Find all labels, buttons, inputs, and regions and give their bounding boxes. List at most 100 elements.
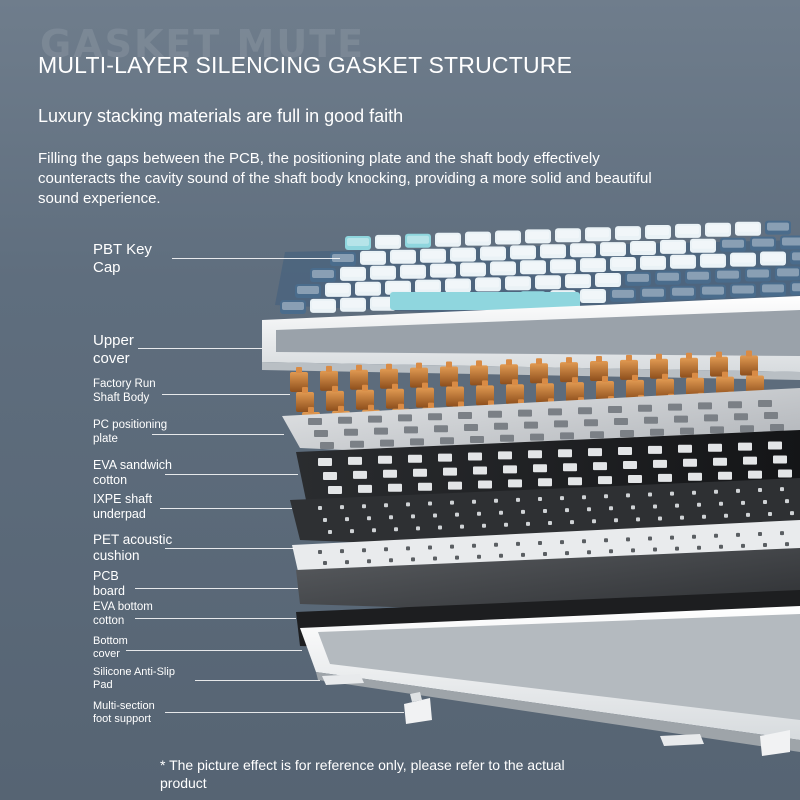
- pet-dot: [455, 555, 459, 560]
- ixpe-dot: [428, 501, 432, 506]
- switch-stem: [506, 359, 512, 366]
- keycap-highlight: [612, 259, 634, 267]
- layer-label-line2: plate: [93, 432, 118, 445]
- eva-hole: [418, 482, 432, 491]
- keycap-layer: [275, 220, 800, 330]
- ixpe-dot: [653, 504, 657, 509]
- keycap: [775, 266, 800, 281]
- ixpe-dot: [702, 514, 706, 519]
- plate-hole: [644, 416, 658, 424]
- pet-dot: [494, 542, 498, 547]
- layer-label-line2: Cap: [93, 259, 121, 276]
- keycap: [730, 252, 756, 267]
- eva-hole: [528, 450, 542, 459]
- keycap: [280, 300, 306, 314]
- switch-stem: [626, 354, 632, 361]
- pet-dot: [631, 548, 635, 553]
- keycap: [670, 254, 696, 269]
- leader-line: [195, 680, 320, 681]
- eva-hole: [383, 469, 397, 478]
- ixpe-dot: [714, 489, 718, 494]
- keycap: [660, 239, 686, 254]
- anti-slip-pads: [322, 674, 704, 746]
- page-subtitle: Luxury stacking materials are full in go…: [38, 106, 404, 126]
- pet-dot: [626, 537, 630, 542]
- plate-hole: [500, 434, 514, 442]
- plate-hole: [578, 407, 592, 415]
- ixpe-dot: [350, 529, 354, 534]
- keycap-highlight: [587, 229, 609, 238]
- keycap-highlight: [552, 261, 574, 270]
- ixpe-dot: [548, 521, 552, 525]
- switch-stem: [302, 387, 308, 393]
- keycap: [430, 263, 456, 278]
- ixpe-dot: [438, 525, 442, 530]
- switch-stem: [368, 404, 374, 411]
- keycap: [445, 278, 471, 293]
- keycap: [685, 269, 711, 284]
- keycap: [745, 267, 771, 282]
- keycap: [340, 297, 366, 312]
- keycap: [615, 226, 641, 241]
- eva-hole: [348, 456, 362, 465]
- pet-dot: [367, 559, 371, 564]
- keycap: [435, 232, 461, 247]
- pet-dot: [697, 545, 701, 550]
- keycap-highlight: [377, 236, 399, 245]
- plate-hole: [470, 436, 484, 443]
- ixpe-dot: [384, 503, 388, 508]
- keycap-highlight: [702, 286, 724, 295]
- eva-hole: [683, 458, 697, 467]
- layer-label-line2: cotton: [93, 473, 128, 487]
- keycap: [370, 265, 396, 280]
- keycap: [525, 229, 551, 244]
- keycap: [505, 276, 531, 291]
- keycap: [600, 242, 626, 257]
- eva-hole: [748, 470, 762, 479]
- plate-hole: [350, 440, 364, 448]
- switch-stem: [482, 380, 488, 387]
- switch-stem: [662, 373, 668, 380]
- eva-hole: [353, 470, 367, 479]
- keycap-highlight: [767, 222, 789, 231]
- keycap-highlight: [357, 283, 379, 292]
- keycap-highlight: [597, 275, 619, 283]
- layer-label-line1: Bottom: [93, 635, 128, 647]
- eva-hole: [778, 469, 792, 478]
- ixpe-dot: [736, 488, 740, 493]
- keycap-highlight: [627, 273, 649, 282]
- plate-hole: [650, 428, 664, 436]
- ixpe-dot: [592, 519, 596, 524]
- keycap: [345, 236, 371, 250]
- leader-line: [138, 348, 262, 349]
- ixpe-dot: [538, 497, 542, 501]
- pet-dot: [543, 552, 547, 556]
- ixpe-dot: [768, 512, 772, 516]
- eva-hole: [443, 467, 457, 476]
- plate-hole: [704, 414, 718, 422]
- eva-hole: [503, 465, 517, 474]
- ixpe-dot: [758, 488, 762, 492]
- plate-hole: [314, 430, 328, 437]
- keycap-highlight: [762, 253, 784, 262]
- ixpe-dot: [406, 502, 410, 507]
- pet-dot: [653, 547, 657, 552]
- pet-dot: [521, 552, 525, 557]
- ixpe-dot: [416, 526, 420, 531]
- ixpe-dot: [494, 498, 498, 503]
- keycap: [495, 230, 521, 245]
- eva-hole: [688, 472, 702, 481]
- ixpe-dot: [323, 518, 327, 522]
- plate-hole: [404, 426, 418, 434]
- ixpe-dot: [670, 491, 674, 496]
- switch-stem: [656, 353, 662, 360]
- plate-hole: [608, 406, 622, 413]
- pet-dot: [719, 544, 723, 549]
- pet-dot: [450, 544, 454, 549]
- eva-hole: [318, 458, 332, 466]
